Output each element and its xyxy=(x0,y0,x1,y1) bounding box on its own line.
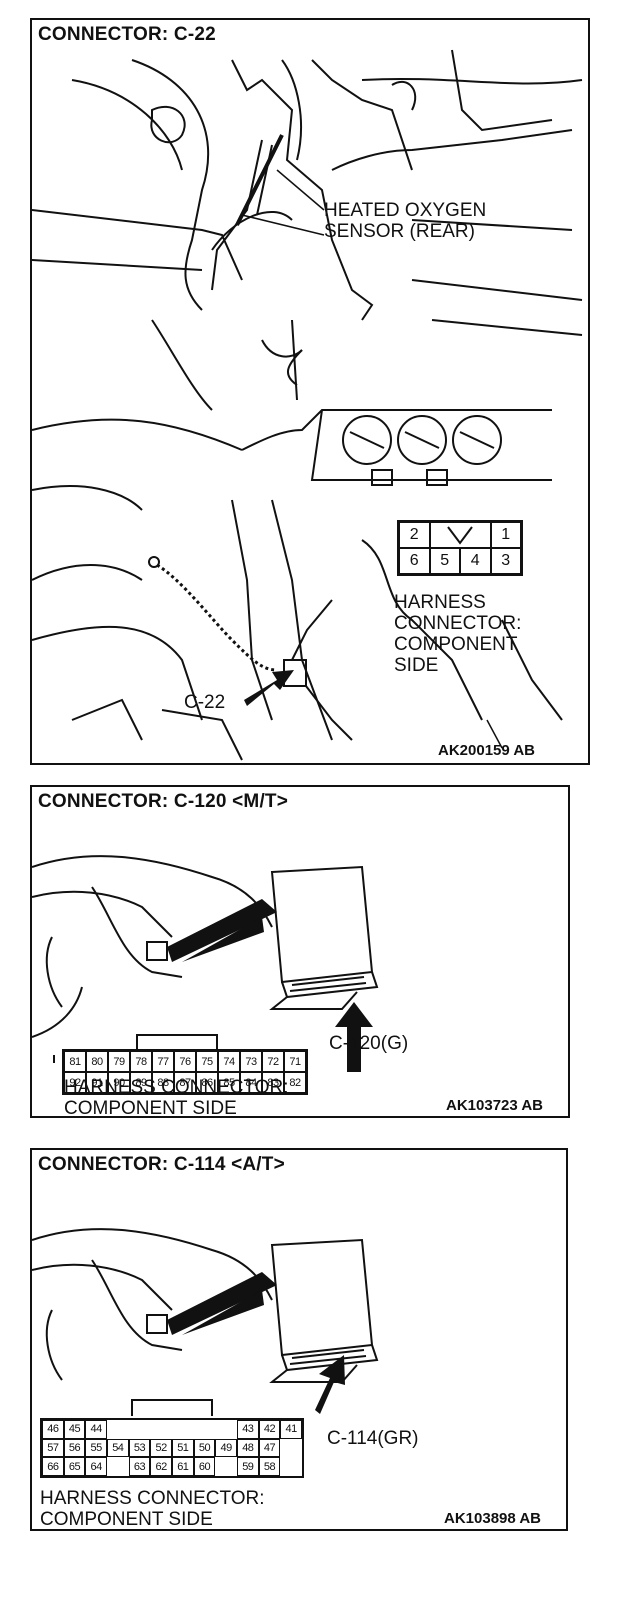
pin-cell: 77 xyxy=(152,1051,174,1072)
pin-cell: 78 xyxy=(130,1051,152,1072)
figure-code: AK200159 AB xyxy=(438,742,535,759)
pin-cell: 48 xyxy=(236,1438,259,1458)
pin-cell: 86 xyxy=(196,1072,218,1093)
pin-cell: 82 xyxy=(284,1072,306,1093)
harness-connector-label: HARNESS CONNECTOR: COMPONENT SIDE xyxy=(40,1488,265,1530)
pin-cell-empty xyxy=(280,1457,302,1476)
pin-cell: 81 xyxy=(64,1051,86,1072)
pin-cell: 3 xyxy=(490,548,521,574)
connector-callout-label: C-114(GR) xyxy=(327,1428,419,1449)
pin-cell: 59 xyxy=(236,1457,259,1476)
pin-cell: 75 xyxy=(196,1051,218,1072)
figure-code: AK103723 AB xyxy=(446,1097,543,1114)
pin-cell: 76 xyxy=(174,1051,196,1072)
ecu-location-illustration xyxy=(32,1228,379,1416)
pin-cell: 92 xyxy=(64,1072,86,1093)
harness-connector-label: HARNESS CONNECTOR: COMPONENT SIDE xyxy=(394,592,522,676)
pin-cell: 89 xyxy=(130,1072,152,1093)
ecu-location-illustration xyxy=(32,855,379,1072)
pin-cell-empty xyxy=(129,1420,151,1439)
pin-cell: 46 xyxy=(42,1420,64,1439)
pin-cell: 57 xyxy=(42,1438,64,1458)
pin-cell: 45 xyxy=(63,1420,86,1439)
pin-cell: 51 xyxy=(171,1438,194,1458)
pin-cell-empty xyxy=(280,1439,302,1458)
pin-cell: 91 xyxy=(86,1072,108,1093)
pin-cell: 58 xyxy=(258,1457,281,1476)
pin-cell: 74 xyxy=(218,1051,240,1072)
vehicle-underbody-illustration xyxy=(32,49,583,761)
pin-cell: 6 xyxy=(399,548,430,574)
pin-cell: 4 xyxy=(460,548,491,574)
pin-cell-empty xyxy=(150,1420,172,1439)
connector-c22-panel: CONNECTOR: C-22 HEATED OXYGEN SENSOR (RE… xyxy=(30,18,590,765)
pin-cell: 41 xyxy=(280,1420,302,1439)
pin-cell: 63 xyxy=(128,1457,151,1476)
pin-cell-empty xyxy=(107,1457,129,1476)
pin-cell: 65 xyxy=(63,1457,86,1476)
pin-cell: 1 xyxy=(490,522,521,548)
pin-cell: 71 xyxy=(284,1051,306,1072)
pin-cell: 73 xyxy=(240,1051,262,1072)
pin-cell: 90 xyxy=(108,1072,130,1093)
pin-cell: 80 xyxy=(86,1051,108,1072)
pin-cell-empty xyxy=(215,1457,237,1476)
pin-cell: 60 xyxy=(193,1457,216,1476)
pin-cell-empty xyxy=(215,1420,237,1439)
panel-title: CONNECTOR: C-114 <A/T> xyxy=(38,1154,285,1175)
pin-cell: 52 xyxy=(150,1438,172,1458)
figure-code: AK103898 AB xyxy=(444,1510,541,1527)
pin-cell: 5 xyxy=(429,548,460,574)
pin-cell: 44 xyxy=(85,1420,107,1439)
pin-cell: 72 xyxy=(262,1051,284,1072)
pin-cell: 61 xyxy=(171,1457,194,1476)
pin-cell: 50 xyxy=(193,1438,216,1458)
pin-cell-empty xyxy=(172,1420,194,1439)
pin-cell-empty xyxy=(194,1420,216,1439)
connector-pin-face: 2 1 6 5 4 3 xyxy=(397,520,523,576)
pin-cell: 49 xyxy=(215,1438,237,1458)
pin-cell: 53 xyxy=(128,1438,151,1458)
panel-title: CONNECTOR: C-120 <M/T> xyxy=(38,791,289,812)
pin-cell: 79 xyxy=(108,1051,130,1072)
sensor-label: HEATED OXYGEN SENSOR (REAR) xyxy=(324,200,487,242)
panel-title: CONNECTOR: C-22 xyxy=(38,24,216,45)
connector-key-icon xyxy=(429,522,491,548)
pin-cell: 56 xyxy=(63,1438,86,1458)
pin-cell: 43 xyxy=(236,1420,259,1439)
pin-cell: 83 xyxy=(262,1072,284,1093)
pin-cell: 47 xyxy=(258,1438,281,1458)
pin-cell: 42 xyxy=(258,1420,281,1439)
pin-cell: 87 xyxy=(174,1072,196,1093)
harness-connector-label: HARNESS CONNECTOR: COMPONENT SIDE xyxy=(64,1077,289,1118)
pin-cell: 84 xyxy=(240,1072,262,1093)
pin-cell: 64 xyxy=(85,1457,107,1476)
connector-callout-label: C-120(G) xyxy=(329,1033,409,1054)
pin-cell: 88 xyxy=(152,1072,174,1093)
pin-cell-empty xyxy=(107,1420,129,1439)
pin-cell: 62 xyxy=(150,1457,172,1476)
pin-cell: 54 xyxy=(106,1438,129,1458)
pin-cell: 66 xyxy=(42,1457,64,1476)
pin-cell: 2 xyxy=(399,522,430,548)
pin-cell: 55 xyxy=(85,1438,107,1458)
connector-callout-label: C-22 xyxy=(184,692,226,713)
pin-cell: 85 xyxy=(218,1072,240,1093)
